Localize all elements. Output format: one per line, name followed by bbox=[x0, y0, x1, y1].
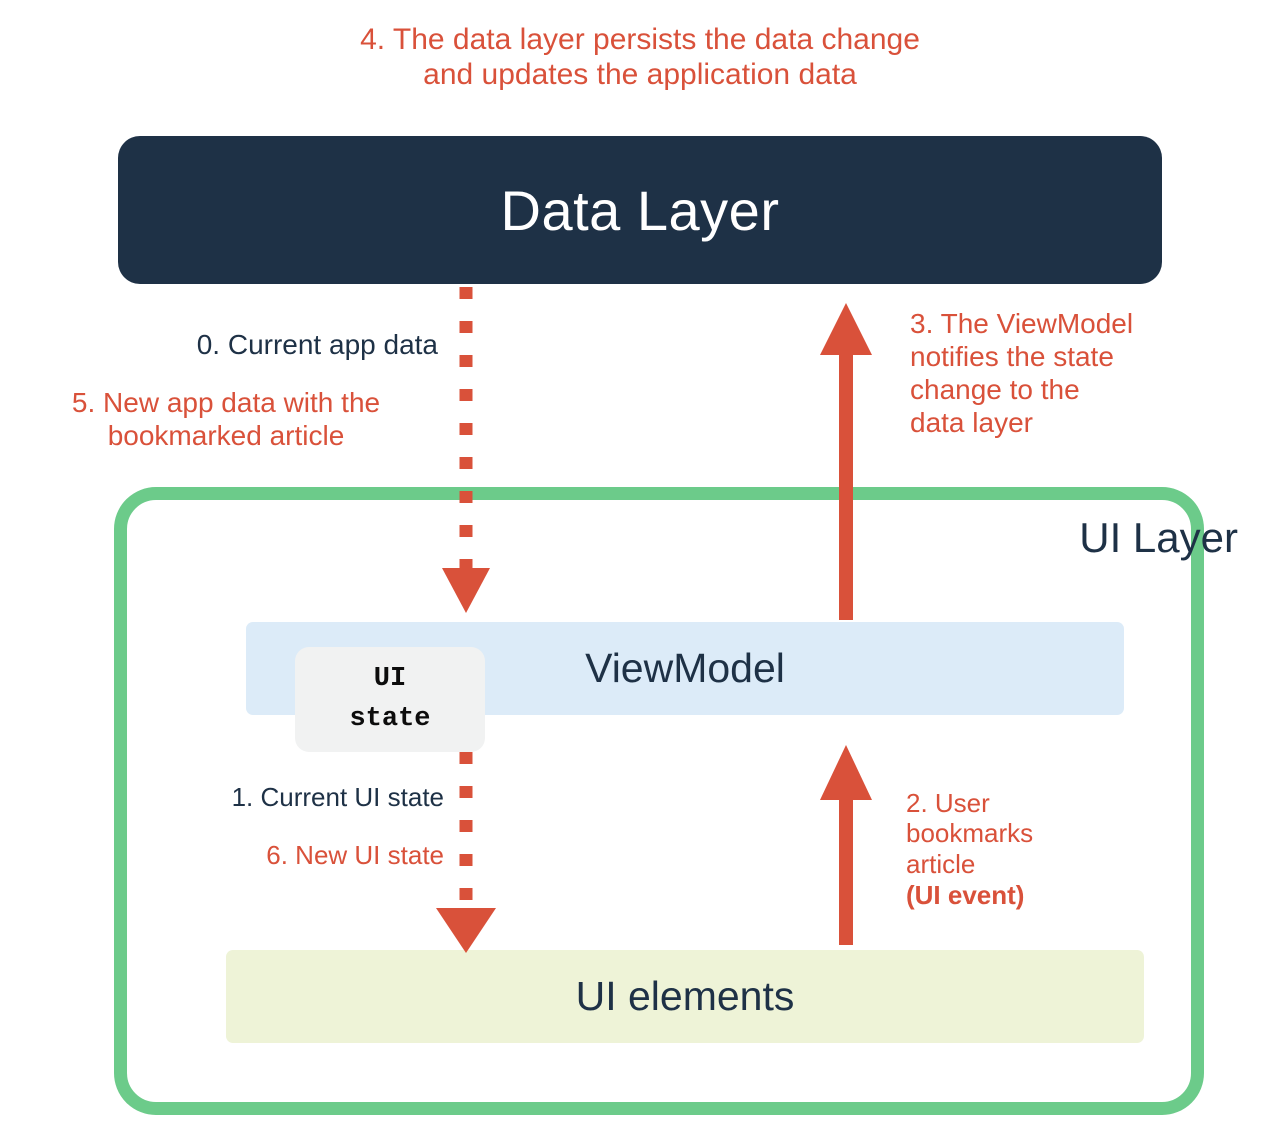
caption-step-6: 6. New UI state bbox=[266, 840, 444, 870]
data-layer-box: Data Layer bbox=[118, 136, 1162, 284]
viewmodel-label: ViewModel bbox=[585, 645, 785, 691]
caption-step-5: 5. New app data with the bookmarked arti… bbox=[71, 387, 381, 452]
ui-state-chip-line-1: UI bbox=[373, 664, 407, 695]
caption-step-0: 0. Current app data bbox=[196, 329, 438, 360]
ui-elements-label: UI elements bbox=[575, 973, 795, 1019]
ui-layer-container bbox=[114, 487, 1204, 1115]
caption-step-2-event: (UI event) bbox=[906, 879, 1025, 910]
caption-step-1: 1. Current UI state bbox=[231, 782, 444, 812]
caption-step-2-text: 2. User bookmarks article bbox=[906, 787, 1034, 880]
ui-layer-label: UI Layer bbox=[1079, 514, 1238, 561]
viewmodel-box: ViewModel bbox=[246, 622, 1124, 715]
ui-state-chip-line-2: state bbox=[349, 703, 431, 734]
caption-step-4: 4. The data layer persists the data chan… bbox=[360, 23, 920, 92]
ui-state-chip: UI state bbox=[295, 647, 485, 752]
caption-step-2: 2. User bookmarks article (UI event) bbox=[906, 757, 1156, 910]
caption-step-3: 3. The ViewModel notifies the state chan… bbox=[910, 308, 1134, 439]
ui-elements-box: UI elements bbox=[226, 950, 1144, 1043]
data-layer-label: Data Layer bbox=[500, 178, 780, 242]
